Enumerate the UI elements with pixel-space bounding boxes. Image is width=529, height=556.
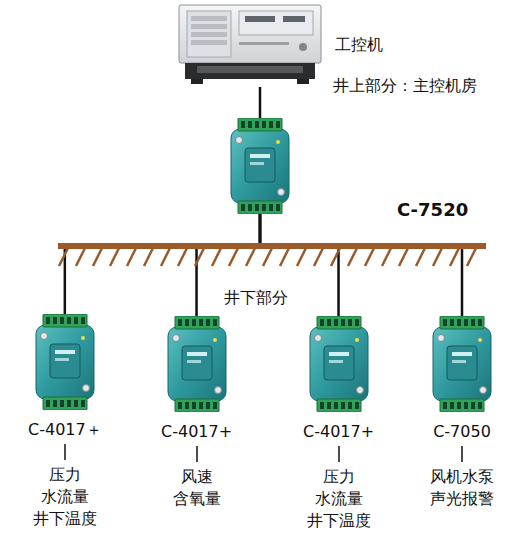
hatch-tooth — [76, 248, 85, 266]
module-icon — [165, 316, 229, 412]
module-icon — [228, 118, 292, 214]
io-module-node: C-4017+ 风速 含氧量 — [161, 316, 232, 510]
converter-node: C-7520 — [228, 118, 468, 214]
leader-line — [337, 444, 341, 464]
signal-list: 风速 含氧量 — [173, 466, 221, 510]
hatch-tooth — [127, 248, 136, 266]
hatch-tooth — [246, 248, 255, 266]
io-module-node: C-7050 风机水泵 声光报警 — [430, 316, 494, 510]
hatch-tooth — [416, 248, 425, 266]
leader-line — [460, 444, 464, 464]
hatch-tooth — [331, 248, 340, 266]
module-icon — [430, 316, 494, 412]
hatch-tooth — [297, 248, 306, 266]
module-icon — [33, 314, 97, 410]
hatch-tooth — [195, 248, 204, 266]
hatch-tooth — [365, 248, 374, 266]
module-icon — [307, 316, 371, 412]
module-picture — [307, 316, 371, 412]
module-picture — [165, 316, 229, 412]
signal-list: 压力 水流量 井下温度 — [33, 464, 97, 530]
device-name: C-7520 — [397, 200, 468, 220]
hatch-tooth — [144, 248, 153, 266]
hatch-tooth — [263, 248, 272, 266]
hatch-tooth — [93, 248, 102, 266]
bus-bar — [58, 243, 486, 249]
signal-list: 风机水泵 声光报警 — [430, 466, 494, 510]
computer-picture — [175, 2, 325, 87]
io-module-node: C-4017＋ 压力 水流量 井下温度 — [28, 314, 102, 530]
hatch-tooth — [229, 248, 238, 266]
signal-list: 压力 水流量 井下温度 — [307, 466, 371, 532]
computer-icon — [175, 2, 325, 87]
device-name: C-4017+ — [303, 422, 374, 442]
device-name: C-7050 — [433, 422, 491, 442]
hatch-tooth — [382, 248, 391, 266]
area-label: 井下部分 — [224, 288, 288, 308]
hatch-tooth — [348, 248, 357, 266]
hatch-tooth — [433, 248, 442, 266]
device-name: C-4017＋ — [28, 420, 102, 440]
leader-line — [195, 444, 199, 464]
area-label: 井上部分：主控机房 — [333, 76, 477, 96]
bus-hatch — [59, 248, 476, 266]
hatch-tooth — [450, 248, 459, 266]
hatch-tooth — [59, 248, 68, 266]
hatch-tooth — [110, 248, 119, 266]
hatch-tooth — [467, 248, 476, 266]
device-name: 工控机 — [335, 35, 383, 55]
hatch-tooth — [178, 248, 187, 266]
hatch-tooth — [314, 248, 323, 266]
device-name: C-4017+ — [161, 422, 232, 442]
io-module-node: C-4017+ 压力 水流量 井下温度 — [303, 316, 374, 532]
hatch-tooth — [280, 248, 289, 266]
module-picture — [430, 316, 494, 412]
hatch-tooth — [399, 248, 408, 266]
hatch-tooth — [161, 248, 170, 266]
leader-line — [63, 442, 67, 462]
computer-node: 工控机 — [175, 2, 383, 87]
bus-connector — [259, 87, 262, 118]
bus-connector — [260, 214, 462, 316]
hatch-tooth — [212, 248, 221, 266]
module-picture — [33, 314, 97, 410]
module-picture — [228, 118, 292, 214]
